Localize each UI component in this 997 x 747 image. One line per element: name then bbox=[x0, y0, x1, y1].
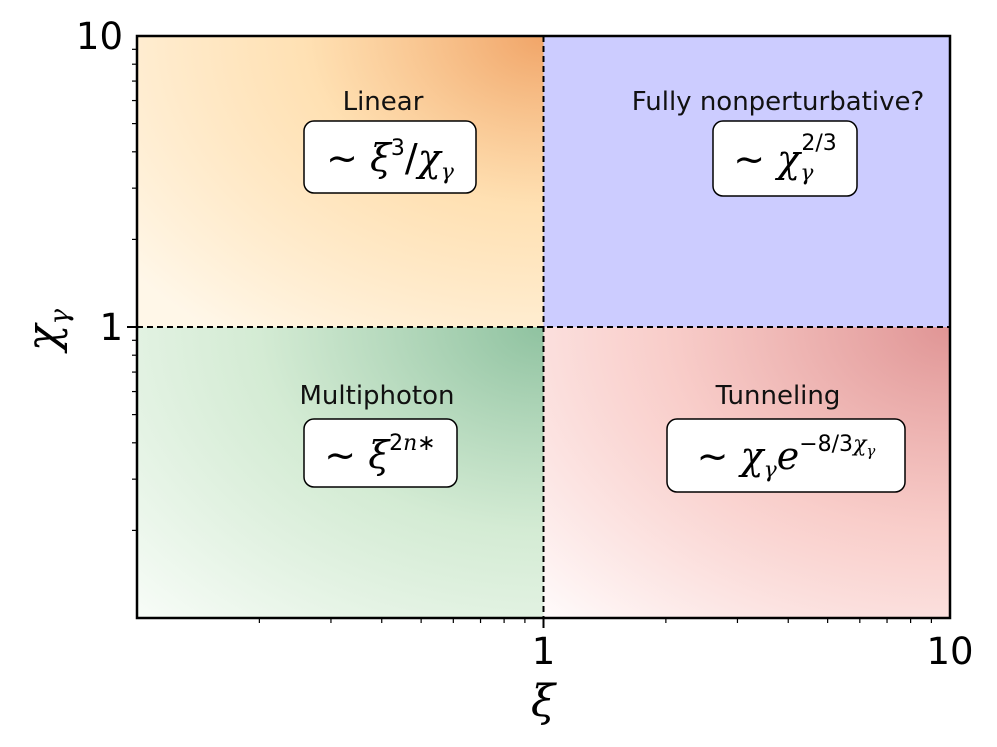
formula-box-multiphoton: ~ ξ2n∗ bbox=[303, 418, 458, 488]
y-tick-label-1: 1 bbox=[99, 306, 123, 349]
x-tick-label-1: 1 bbox=[532, 630, 556, 673]
region-title-fully-nonperturbative: Fully nonperturbative? bbox=[632, 87, 925, 117]
x-tick-label-10: 10 bbox=[926, 630, 973, 673]
y-tick-label-10: 10 bbox=[76, 15, 123, 58]
ticks-layer bbox=[127, 48, 932, 628]
formula-box-tunneling: ~ χγe−8/3χγ bbox=[666, 418, 906, 493]
formula-box-fully-nonperturbative: ~ χγ2/3 bbox=[712, 120, 858, 197]
region-title-tunneling: Tunneling bbox=[715, 381, 841, 411]
x-axis-label: ξ bbox=[531, 676, 558, 727]
region-title-linear: Linear bbox=[343, 87, 424, 117]
svg-text:~ ξ2n∗: ~ ξ2n∗ bbox=[324, 431, 435, 477]
region-title-multiphoton: Multiphoton bbox=[299, 381, 454, 411]
svg-text:~ χγ2/3: ~ χγ2/3 bbox=[733, 131, 837, 186]
svg-text:~ ξ3/χγ: ~ ξ3/χγ bbox=[326, 136, 455, 185]
y-axis-label: χγ bbox=[18, 308, 75, 354]
svg-text:~ χγe−8/3χγ: ~ χγe−8/3χγ bbox=[697, 432, 876, 483]
formula-box-linear: ~ ξ3/χγ bbox=[303, 120, 477, 194]
